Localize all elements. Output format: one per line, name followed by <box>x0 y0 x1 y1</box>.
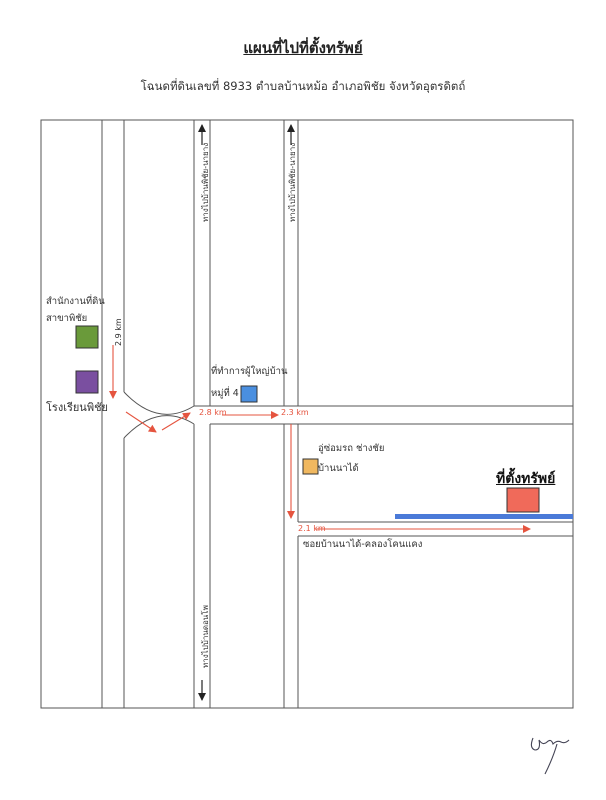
land-office-label-2: สาขาพิชัย <box>46 313 88 324</box>
map-title: แผนที่ไปที่ตั้งทรัพย์ <box>243 39 363 57</box>
property-label: ที่ตั้งทรัพย์ <box>496 471 556 487</box>
map-subtitle: โฉนดที่ดินเลขที่ 8933 ตำบลบ้านหม้อ อำเภอ… <box>140 79 466 93</box>
village-head-label-2: หมู่ที่ 4 <box>211 388 239 399</box>
garage-label-2: บ้านนาได้ <box>318 463 359 474</box>
road-label-top-mid: ทางไปบ้านพิชัย-นายาง <box>288 142 297 222</box>
distance-label-1: 2.9 km <box>114 318 123 346</box>
distance-label-2: 2.8 km <box>199 408 227 417</box>
distance-label-3: 2.3 km <box>281 408 309 417</box>
village-head-label-1: ที่ทำการผู้ใหญ่บ้าน <box>211 366 288 377</box>
school-label: โรงเรียนพิชัย <box>46 401 108 414</box>
garage-label-1: อู่ซ่อมรถ ช่างชัย <box>318 443 385 454</box>
route-arrow-3 <box>161 412 191 431</box>
map-frame <box>40 119 574 709</box>
merge-curve-bottom <box>123 415 195 439</box>
land-office-label-1: สำนักงานที่ดิน <box>46 296 105 307</box>
property-road <box>395 514 573 519</box>
signature-icon <box>530 737 570 775</box>
school-marker <box>75 370 99 394</box>
road-label-top-left: ทางไปบ้านพิชัย-นายาง <box>201 142 210 222</box>
route-arrow-2 <box>125 411 157 433</box>
merge-curve-top <box>123 391 195 415</box>
land-office-marker <box>75 325 99 349</box>
property-marker <box>506 487 540 513</box>
distance-label-4: 2.1 km <box>298 524 326 533</box>
soi-label: ซอยบ้านนาได้-คลองโคนแคง <box>303 539 423 550</box>
garage-marker <box>302 458 319 475</box>
village-head-marker <box>240 385 258 403</box>
road-label-bottom: ทางไปบ้านดอนโพ <box>201 605 210 668</box>
